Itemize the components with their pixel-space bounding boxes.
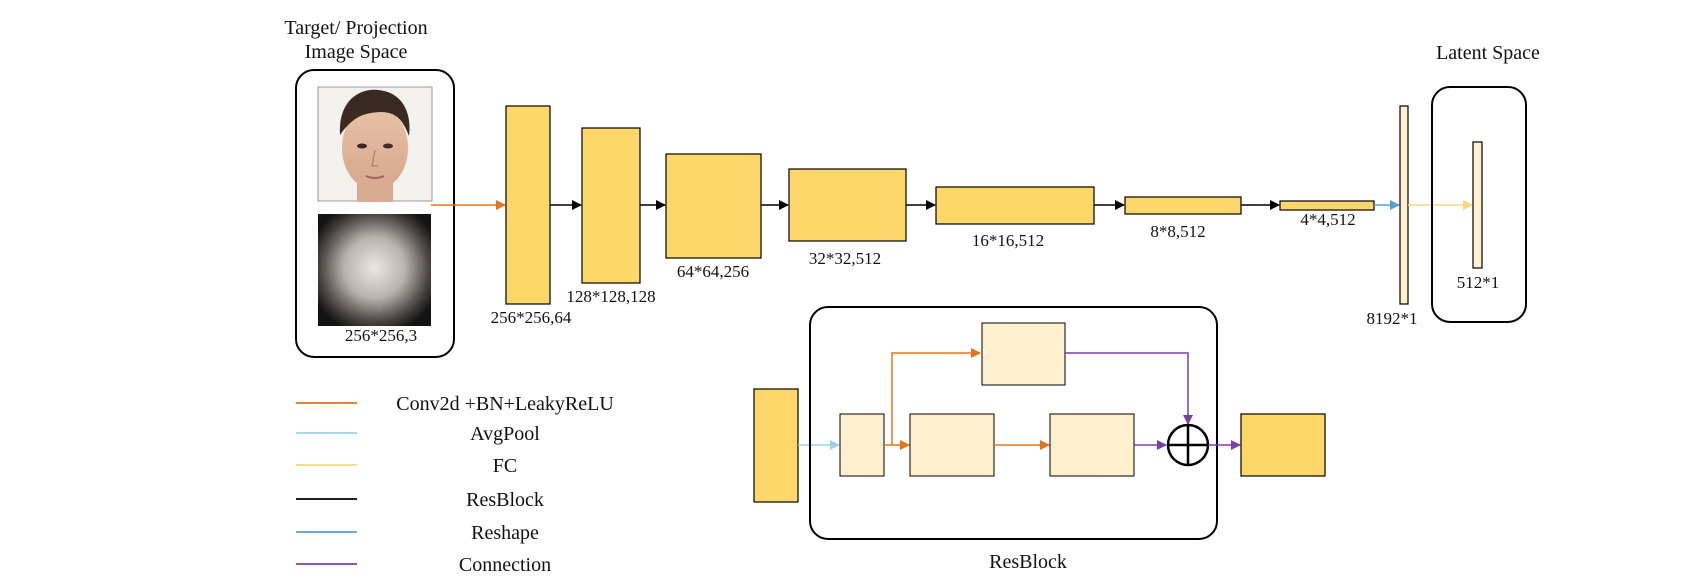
legend-item-conv: Conv2d +BN+LeakyReLU [296,393,614,415]
light-map-icon [318,214,431,326]
flatten-vector-label: 8192*1 [1367,309,1418,328]
legend-item-avgpool: AvgPool [296,423,540,445]
resblock-pool-block [839,413,885,477]
resblock-title: ResBlock [989,551,1067,573]
face-photo-icon [317,86,433,202]
encoder-layer-3: 64*64,256 [665,153,762,281]
encoder-layer-4: 32*32,512 [788,168,907,268]
latent-title: Latent Space [1436,42,1540,64]
encoder-layer-5: 16*16,512 [935,186,1095,250]
latent-vector-label: 512*1 [1457,273,1500,292]
latent-vector [1472,141,1483,269]
encoder-layer-7-label: 4*4,512 [1300,210,1355,229]
input-title-line2: Image Space [305,41,408,63]
encoder-layer-6: 8*8,512 [1124,196,1242,241]
encoder-layer-2: 128*128,128 [566,127,656,306]
legend-item-connection-label: Connection [459,554,551,576]
legend: Conv2d +BN+LeakyReLU AvgPool FC ResBlock… [296,393,614,576]
circled-plus-icon [1166,423,1210,467]
legend-item-fc-label: FC [493,455,517,477]
input-size-label: 256*256,3 [345,326,417,345]
resblock-conv-block-1 [909,413,995,477]
encoder-layer-5-label: 16*16,512 [972,231,1044,250]
resblock-branch-arrow [891,348,981,445]
encoder-layer-6-label: 8*8,512 [1150,222,1205,241]
legend-item-avgpool-label: AvgPool [470,423,540,445]
legend-item-reshape-label: Reshape [471,522,539,544]
input-title-line1: Target/ Projection [284,17,427,39]
encoder-layer-1-label: 256*256,64 [491,308,572,327]
resblock-output-block [1240,413,1326,477]
resblock-shortcut-block [981,322,1066,386]
encoder-layers: 256*256,64 128*128,128 64*64,256 32*32,5… [491,105,1473,328]
latent-panel [1431,86,1527,323]
encoder-layer-4-label: 32*32,512 [809,249,881,268]
encoder-layer-7: 4*4,512 [1279,200,1375,229]
encoder-layer-1: 256*256,64 [491,105,572,327]
resblock-input-block [753,388,799,503]
legend-item-fc: FC [296,455,517,477]
resblock-detail: ResBlock [753,306,1326,573]
legend-item-reshape: Reshape [296,522,539,544]
legend-item-resblock-label: ResBlock [466,489,544,511]
legend-item-conv-label: Conv2d +BN+LeakyReLU [396,393,614,415]
encoder-layer-2-label: 128*128,128 [566,287,655,306]
resblock-panel [809,306,1218,540]
resblock-shortcut-connection [1065,352,1193,425]
legend-item-resblock: ResBlock [296,489,544,511]
flatten-vector: 8192*1 [1367,105,1418,328]
legend-item-connection: Connection [296,554,551,576]
input-panel [295,69,455,358]
encoder-layer-3-label: 64*64,256 [677,262,749,281]
resblock-conv-block-2 [1049,413,1135,477]
